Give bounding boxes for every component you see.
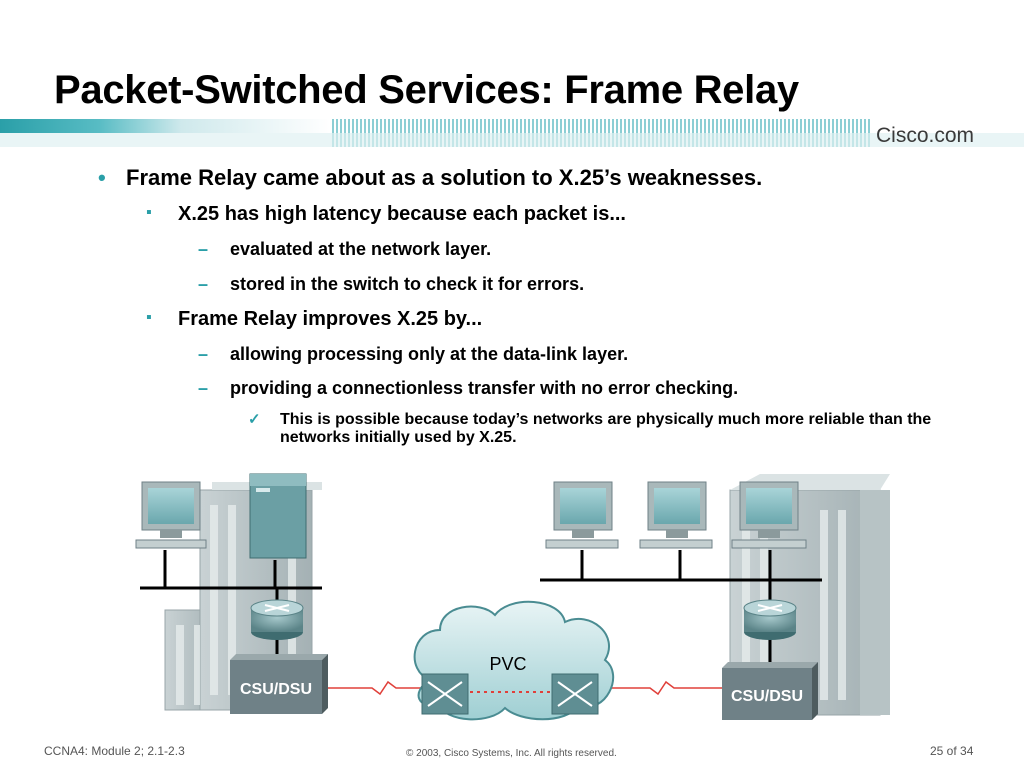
bullet-level3: stored in the switch to check it for err… [230, 274, 585, 294]
router-icon [743, 599, 797, 640]
csu-dsu-left: CSU/DSU [230, 654, 328, 714]
bullet-level3: providing a connectionless transfer with… [230, 378, 739, 398]
pvc-label: PVC [489, 654, 526, 674]
csu-dsu-right: CSU/DSU [722, 662, 818, 720]
bullet-marker: – [198, 378, 209, 398]
wan-switch-icon [551, 673, 599, 715]
header-band [0, 119, 1024, 147]
bullet-level1: Frame Relay came about as a solution to … [126, 165, 763, 190]
cisco-logo: Cisco.com [876, 124, 975, 147]
wan-switch-icon [421, 673, 469, 715]
check-icon: ✓ [248, 411, 261, 428]
bullet-marker: ▪ [146, 204, 152, 221]
bullet-marker: – [198, 344, 209, 364]
pc-icon [135, 481, 207, 549]
bullet-level4: This is possible because today’s network… [280, 411, 932, 446]
bullet-marker: • [98, 165, 106, 190]
bullet-level2: X.25 has high latency because each packe… [178, 203, 626, 225]
serial-link-right [598, 680, 722, 696]
server-icon [249, 473, 307, 559]
left-lan [140, 550, 322, 660]
bullet-marker: ▪ [146, 309, 152, 326]
footer-course: CCNA4: Module 2; 2.1-2.3 [44, 744, 185, 758]
network-diagram: CSU/DSU PVC [135, 473, 890, 721]
slide-title: Packet-Switched Services: Frame Relay [54, 68, 799, 112]
serial-link-left [328, 680, 428, 696]
pc-icon [639, 481, 713, 549]
bullet-marker: – [198, 239, 209, 259]
bullet-level2: Frame Relay improves X.25 by... [178, 308, 483, 330]
bullet-marker: – [198, 274, 209, 294]
bullet-level3: allowing processing only at the data-lin… [230, 344, 629, 364]
footer-copyright: © 2003, Cisco Systems, Inc. All rights r… [406, 748, 617, 759]
footer-page-number: 25 of 34 [930, 744, 974, 758]
csu-dsu-right-label: CSU/DSU [731, 688, 803, 705]
pc-icon [731, 481, 807, 549]
pc-icon [545, 481, 619, 549]
csu-dsu-left-label: CSU/DSU [240, 681, 312, 698]
router-icon [250, 599, 304, 640]
bullet-level3: evaluated at the network layer. [230, 239, 492, 259]
